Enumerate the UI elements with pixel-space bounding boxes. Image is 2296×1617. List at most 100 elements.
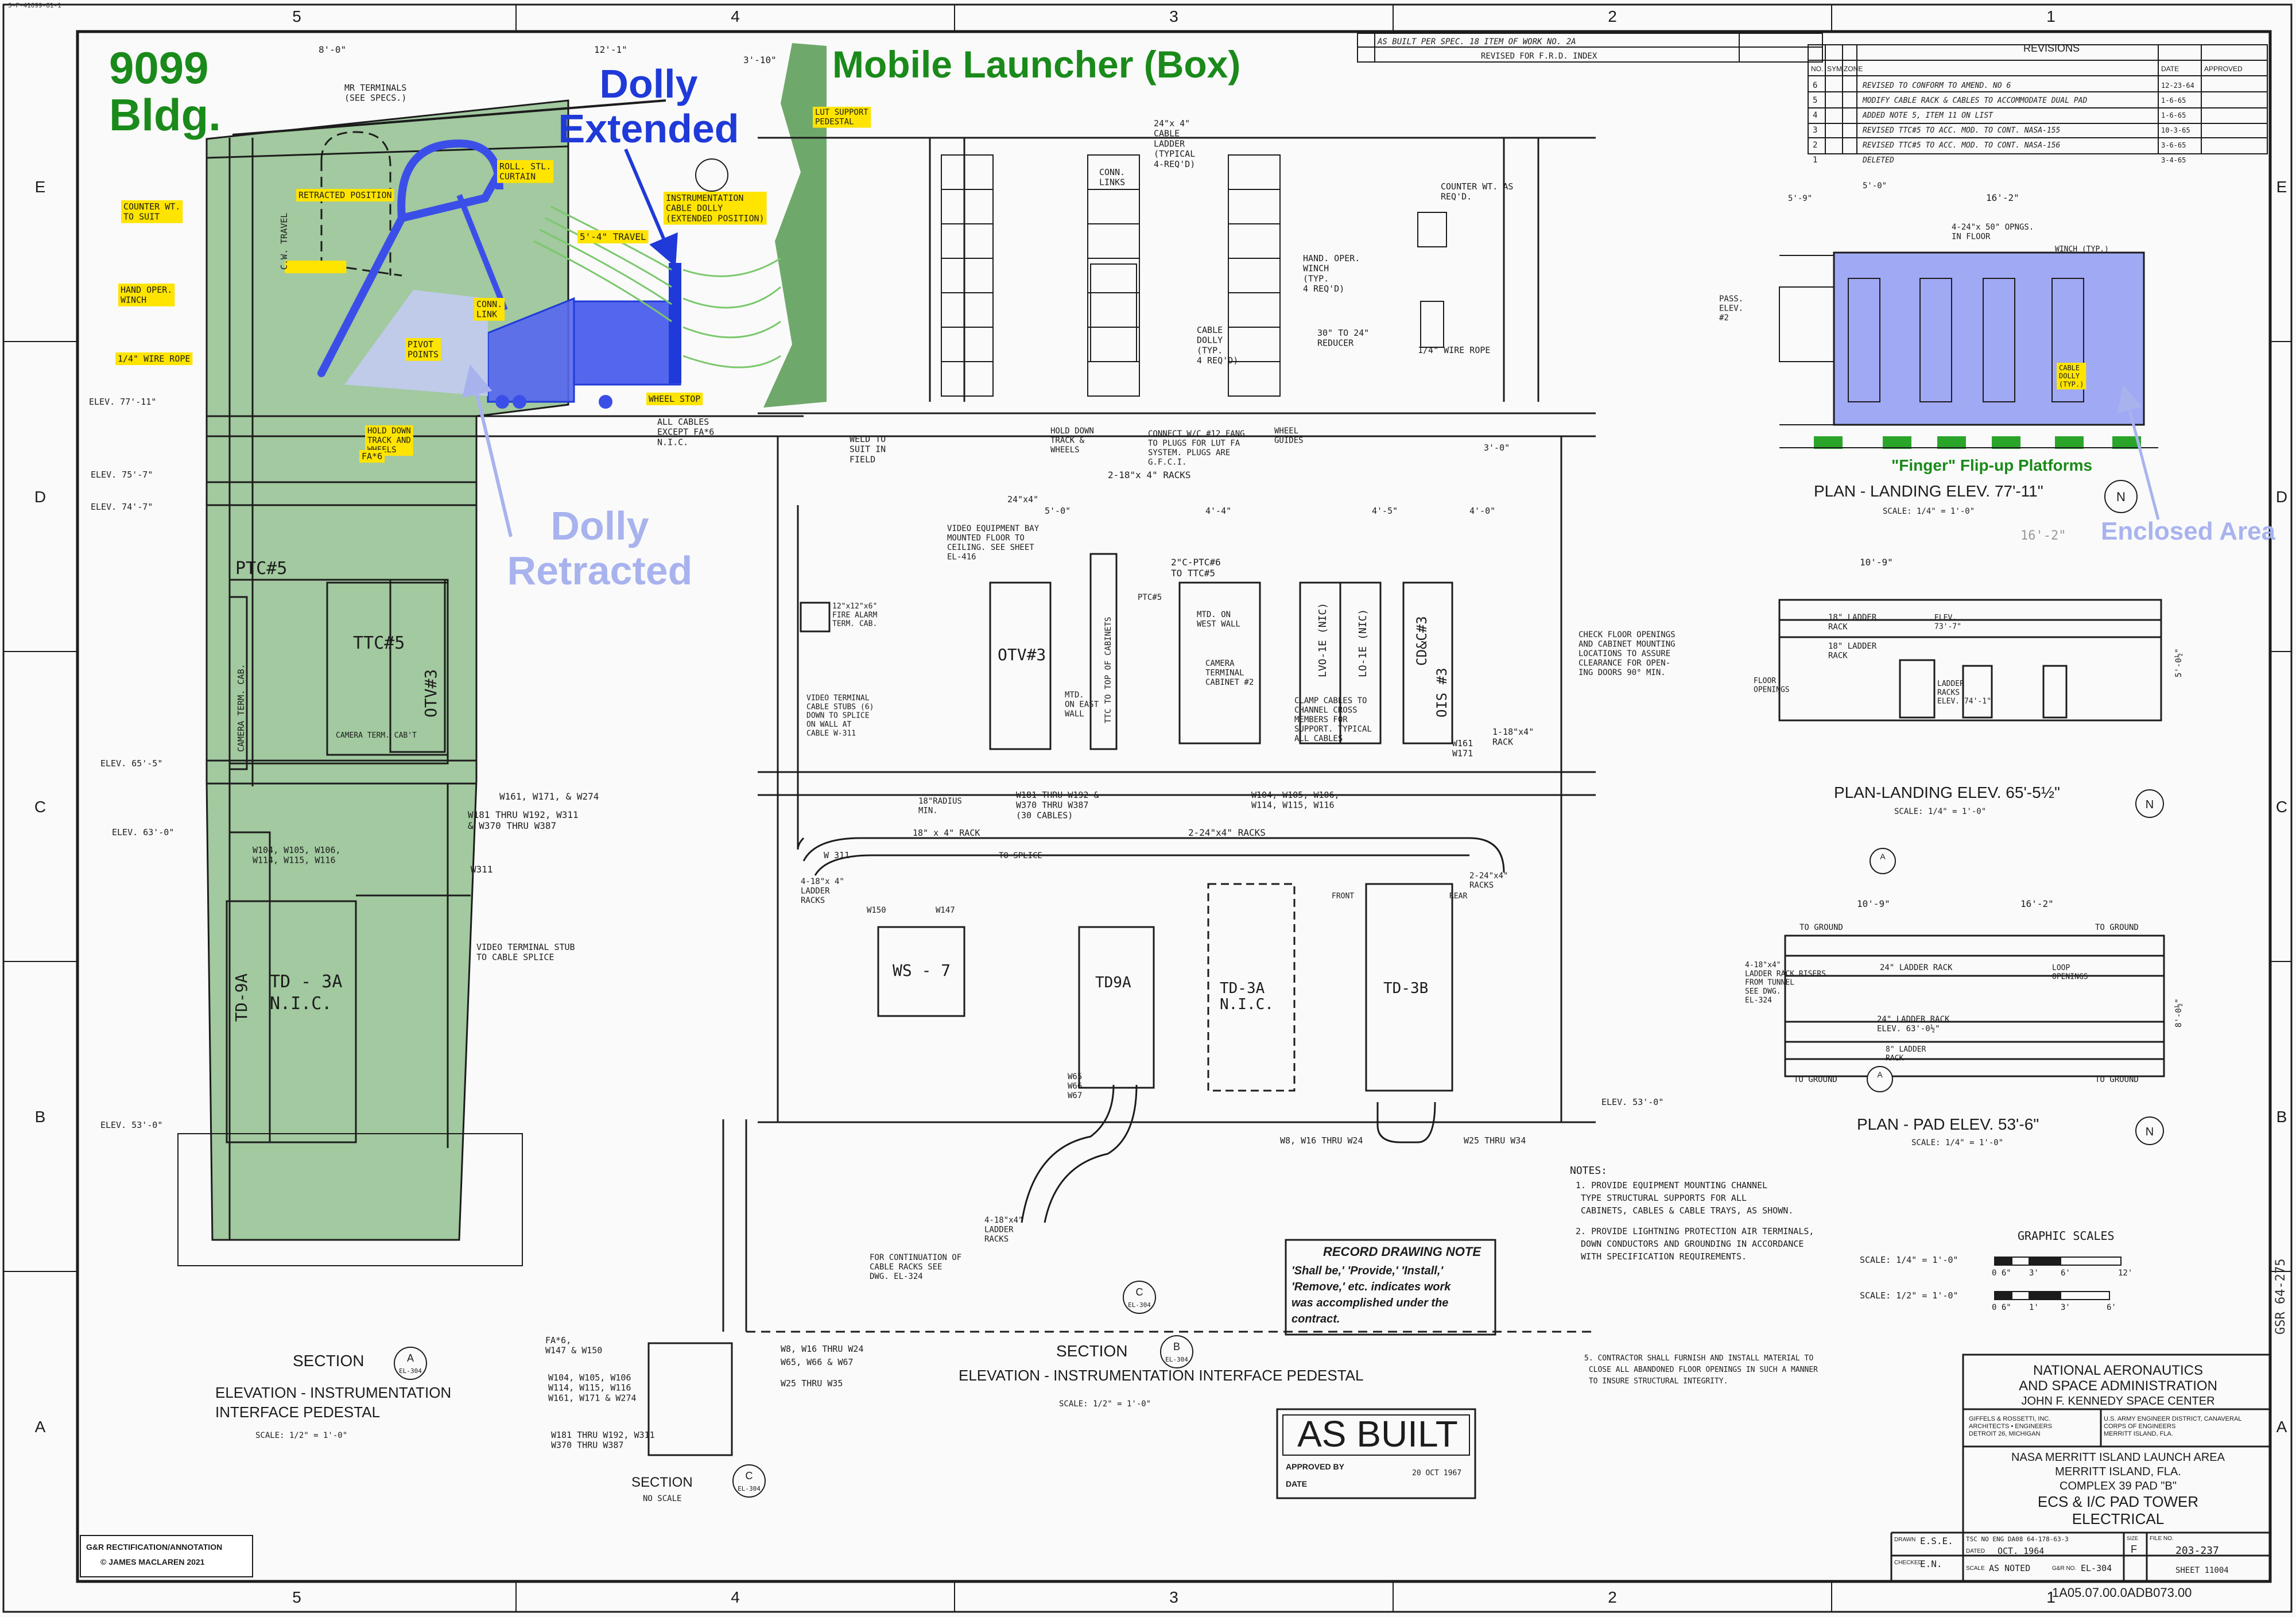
scale-tick: 6' bbox=[2107, 1303, 2116, 1312]
w311-label: W311 bbox=[471, 864, 493, 875]
credit-box bbox=[80, 1535, 253, 1577]
label-size-label: SIZE bbox=[2127, 1535, 2138, 1541]
elev-77-label: ELEV. 77'-11" bbox=[89, 397, 156, 407]
sec-b-sub-label: ELEVATION - INSTRUMENTATION INTERFACE PE… bbox=[959, 1367, 1363, 1384]
counter-wt-highlight: COUNTER WT.TO SUIT bbox=[121, 200, 183, 223]
winch-typ-label: WINCH (TYP.) bbox=[2055, 245, 2109, 254]
gr-no-label: EL-304 bbox=[2081, 1563, 2112, 1573]
title-label: REVISIONS bbox=[2023, 42, 2080, 54]
hand-winch-label: HAND. OPER.WINCH(TYP.4 REQ'D) bbox=[1303, 253, 1360, 294]
firm-label: GIFFELS & ROSSETTI, INC.ARCHITECTS • ENG… bbox=[1969, 1416, 2052, 1437]
zone-column-label: 2 bbox=[1608, 1588, 1617, 1606]
conn-links-label: CONN.LINKS bbox=[1099, 167, 1125, 188]
size-label: F bbox=[2131, 1544, 2137, 1555]
racks-224b-label: 2-24"x4"RACKS bbox=[1469, 871, 1508, 890]
plan-landing-77 bbox=[1779, 251, 2158, 449]
n5-label: 5. CONTRACTOR SHALL FURNISH AND INSTALL … bbox=[1584, 1354, 1818, 1386]
callout-a-label: A bbox=[407, 1352, 414, 1364]
td9a-label: TD9A bbox=[1095, 974, 1131, 991]
hand-oper-label: HAND OPER.WINCH bbox=[121, 285, 172, 305]
revision-header: NO. bbox=[1811, 65, 1823, 73]
w181-label: W181 THRU W192, W311& W370 THRU W387 bbox=[468, 809, 579, 831]
revision-date: 12-23-64 bbox=[2161, 82, 2194, 90]
dim-8-0h-label: 8'-0½" bbox=[2174, 998, 2183, 1027]
dim-16-2-label: 16'-2" bbox=[1986, 192, 2019, 203]
zone-column-label: 5 bbox=[292, 1588, 301, 1606]
label-drawn-label: DRAWN bbox=[1894, 1537, 1915, 1543]
zone-column-label: 4 bbox=[731, 1588, 740, 1606]
hand-oper-highlight: HAND OPER.WINCH bbox=[118, 284, 175, 307]
north-label: N bbox=[2116, 490, 2126, 504]
dim-12-label: 12'-1" bbox=[594, 44, 627, 55]
rack-110-label: 1-18"x4"RACK bbox=[1492, 727, 1534, 747]
p5-label: ELECTRICAL bbox=[2072, 1510, 2164, 1527]
elev-65-label: ELEV. 65'-5" bbox=[100, 758, 162, 769]
callout-ref-label: EL-304 bbox=[399, 1367, 422, 1375]
rack-24-label: 24"x4" bbox=[1007, 494, 1038, 505]
elev-63-label: ELEV. 63'-0" bbox=[112, 827, 174, 837]
retracted-position-highlight: RETRACTED POSITION bbox=[296, 189, 394, 201]
scale-tick: 3' bbox=[2029, 1269, 2039, 1278]
annotation-arrows bbox=[461, 148, 2160, 537]
zone-row-label: E bbox=[35, 178, 46, 196]
label-gr-label: G&R NO. bbox=[2052, 1565, 2076, 1572]
drawn-label: E.S.E. bbox=[1920, 1535, 1953, 1546]
revision-date: 1-6-65 bbox=[2161, 96, 2186, 104]
reducer-label: 30" TO 24"REDUCER bbox=[1317, 328, 1369, 348]
scale-tick: 12' bbox=[2118, 1269, 2132, 1278]
retracted-position-label: RETRACTED POSITION bbox=[298, 190, 392, 200]
scale-14-label: SCALE: 1/4" = 1'-0" bbox=[1894, 807, 1986, 816]
c-fa6-label: FA*6,W147 & W150 bbox=[545, 1335, 602, 1356]
revision-number: 5 bbox=[1813, 96, 1817, 105]
stamp-label: AS BUILT bbox=[1297, 1413, 1458, 1455]
revision-date: 1-6-65 bbox=[2161, 111, 2186, 119]
lo1-label: LO-1E (NIC) bbox=[1357, 609, 1369, 677]
enclosed-area-annotation: Enclosed Area bbox=[2101, 517, 2276, 545]
label-file-label: FILE NO. bbox=[2150, 1535, 2174, 1542]
n1-label: 1. PROVIDE EQUIPMENT MOUNTING CHANNEL TY… bbox=[1576, 1180, 1793, 1216]
sec-b-scale-label: SCALE: 1/2" = 1'-0" bbox=[1059, 1399, 1151, 1409]
center-label: JOHN F. KENNEDY SPACE CENTER bbox=[2021, 1395, 2214, 1407]
w181b-label: W181 THRU W192 &W370 THRU W387(30 CABLES… bbox=[1016, 790, 1099, 820]
line1-label: G&R RECTIFICATION/ANNOTATION bbox=[86, 1542, 222, 1552]
cw-travel-label: C.W. TRAVEL bbox=[279, 213, 289, 270]
side-note: GSR 64-275 bbox=[2274, 1259, 2288, 1335]
dim-30-label: 3'-0" bbox=[1484, 443, 1510, 453]
roll-curtain-label: ROLL. STL.CURTAIN bbox=[499, 161, 551, 182]
zone-row-label: A bbox=[35, 1418, 46, 1436]
sec-a-title-label: SECTION bbox=[293, 1352, 364, 1370]
zone-column-label: 4 bbox=[731, 7, 740, 25]
elev-73-label: ELEV.73'-7" bbox=[1934, 614, 1961, 631]
section-c-detail bbox=[647, 1342, 733, 1456]
north-label: N bbox=[2146, 1126, 2154, 1138]
w104b-label: W104, W105, W106,W114, W115, W116 bbox=[1251, 790, 1340, 811]
dim-10-9-label: 10'-9" bbox=[1860, 557, 1893, 568]
approved-label: APPROVED BY bbox=[1286, 1462, 1345, 1471]
p2-label: MERRITT ISLAND, FLA. bbox=[2055, 1465, 2181, 1478]
pad-tower-shaded-area bbox=[205, 99, 569, 1241]
zone-column-label: 2 bbox=[1608, 7, 1617, 25]
scale-tick: 6' bbox=[2061, 1269, 2070, 1278]
